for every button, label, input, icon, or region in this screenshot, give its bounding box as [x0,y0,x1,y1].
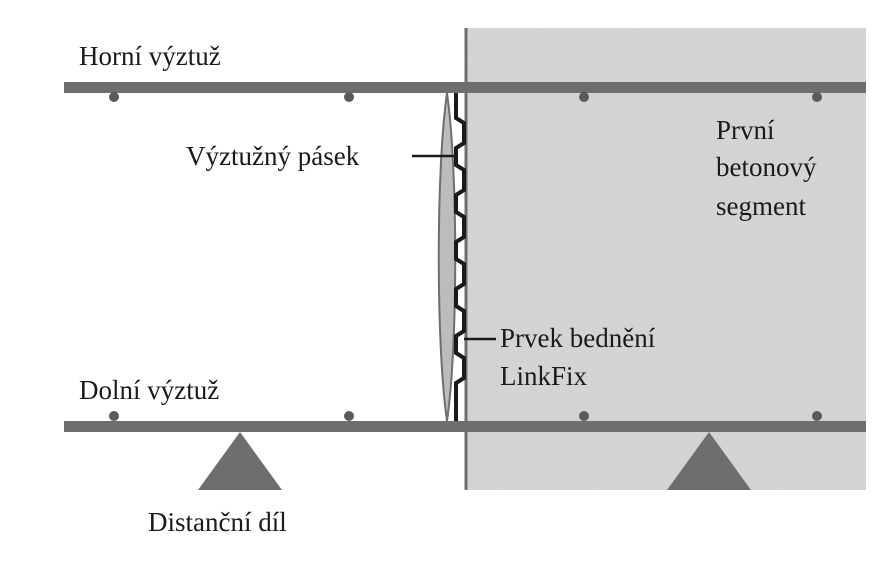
first-segment-label-line2: betonový [716,152,817,182]
spacer-right [667,432,751,490]
top-rebar-dots [109,92,822,102]
concrete-texture [466,28,866,490]
bottom-rebar [64,421,866,432]
bottom-rebar-dots [109,411,822,421]
reinforcement-strip [454,93,466,421]
formwork-label-line1: Prvek bednění [500,323,656,353]
rebar-dot [344,411,354,421]
rebar-dot [344,92,354,102]
linkfix-formwork-element [437,92,457,422]
spacer-label: Distanční díl [148,507,287,537]
rebar-dot [109,92,119,102]
rebar-dot [812,92,822,102]
rebar-dot [812,411,822,421]
formwork-label-line2: LinkFix [500,361,588,391]
first-segment-label-line1: První [716,115,775,145]
top-rebar [64,82,866,93]
bottom-rebar-label: Dolní výztuž [79,375,220,405]
spacer-left [198,432,282,490]
rebar-dot [109,411,119,421]
rebar-dot [579,411,589,421]
rebar-dot [579,92,589,102]
top-rebar-label: Horní výztuž [79,41,221,71]
first-segment-label-line3: segment [716,191,806,221]
reinforcement-strip-label: Výztužný pásek [186,141,360,171]
